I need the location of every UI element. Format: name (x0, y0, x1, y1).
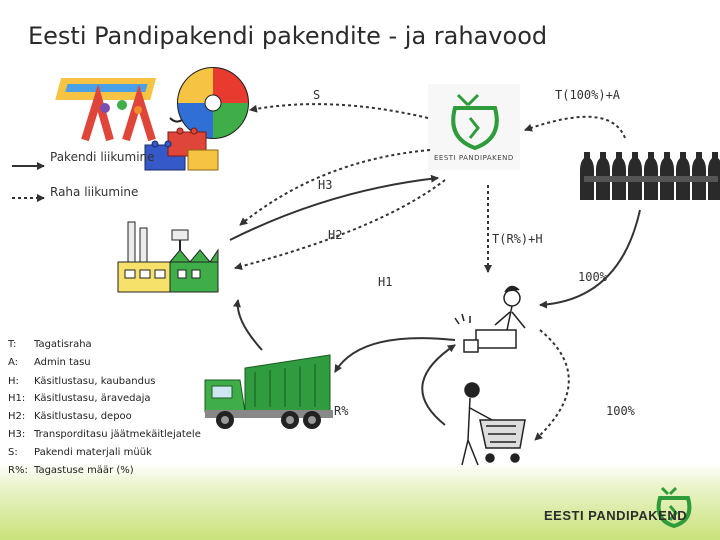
shopper-illustration (462, 383, 525, 465)
label-s: S (313, 88, 320, 102)
garbage-truck-illustration (205, 355, 333, 429)
arrow-truck-to-factory (238, 300, 262, 350)
label-h3: H3 (318, 178, 332, 192)
label-trh: T(R%)+H (492, 232, 543, 246)
legend-package-label: Pakendi liikumine (50, 150, 155, 165)
arrow-s (250, 104, 428, 118)
label-100-top: 100% (578, 270, 607, 284)
glossary-row: S:Pakendi materjali müük (8, 447, 152, 458)
glossary-row: R%:Tagastuse määr (%) (8, 465, 134, 476)
glossary-row: H2:Käsitlustasu, depoo (8, 411, 132, 422)
label-t100a: T(100%)+A (555, 88, 620, 102)
arrow-h3 (240, 150, 430, 225)
glossary-row: A:Admin tasu (8, 357, 91, 368)
factory-illustration (118, 222, 218, 292)
legend-money-label: Raha liikumine (50, 185, 138, 200)
glossary-row: H1:Käsitlustasu, äravedaja (8, 393, 151, 404)
center-logo-text: EESTI PANDIPAKEND (434, 154, 514, 162)
arrow-100-top (540, 210, 640, 305)
label-h1: H1 (378, 275, 392, 289)
cashier-illustration (455, 286, 525, 352)
label-r-pct: R% (334, 404, 348, 418)
label-100-bottom: 100% (606, 404, 635, 418)
label-h2: H2 (328, 228, 342, 242)
arrow-100-bottom (535, 330, 569, 440)
glossary-row: T:Tagatisraha (8, 339, 92, 350)
arrow-t100a (525, 117, 625, 138)
glossary-row: H:Käsitlustasu, kaubandus (8, 376, 156, 387)
arrow-r-pct (422, 345, 455, 425)
arrow-to-truck (335, 338, 455, 372)
glossary-row: H3:Transporditasu jäätmekäitlejatele (8, 429, 201, 440)
bottles-illustration (580, 152, 720, 200)
brand-name: EESTI PANDIPAKEND (544, 508, 687, 523)
